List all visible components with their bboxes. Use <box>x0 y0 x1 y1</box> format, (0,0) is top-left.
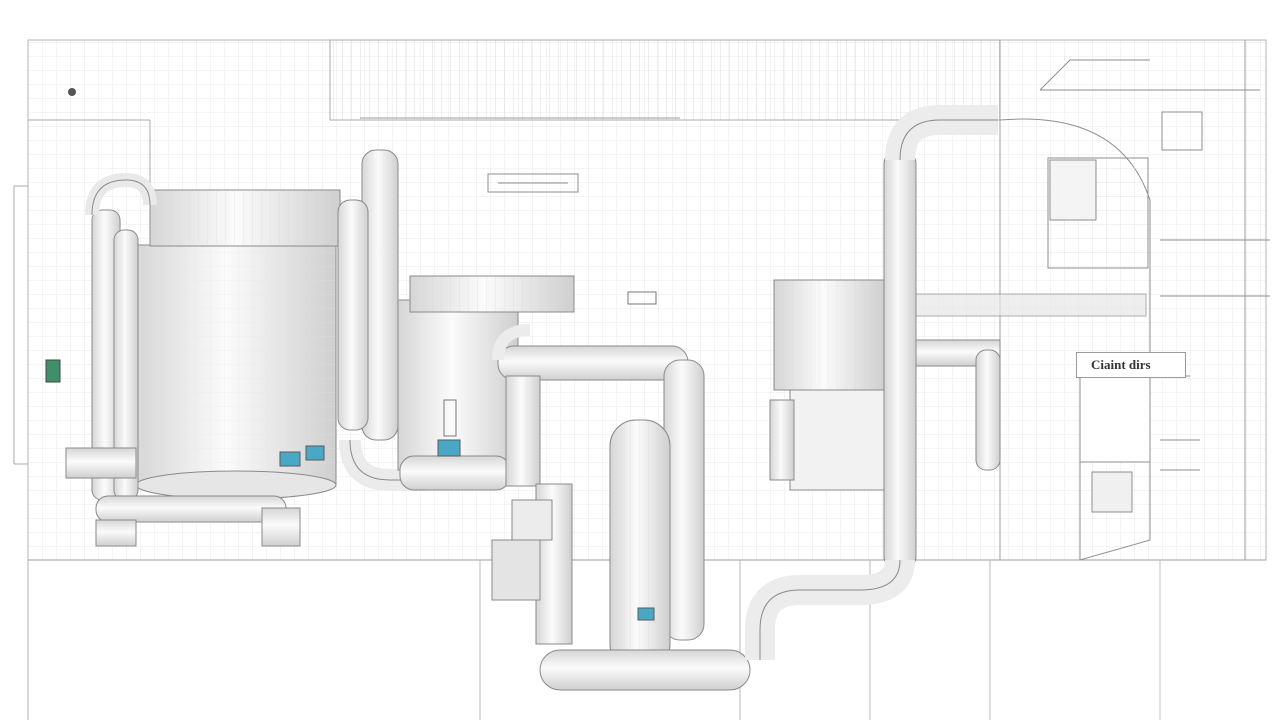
valve-icon <box>637 607 655 621</box>
flange-icon <box>443 399 457 437</box>
diagram-label: Ciaint dirs <box>1076 352 1186 378</box>
flange-icon <box>68 88 76 96</box>
tall-vertical-column <box>337 149 430 491</box>
left-riser-pipes <box>65 172 301 547</box>
valve-icon <box>279 451 301 467</box>
valves-and-fittings <box>45 88 657 621</box>
flange-icon <box>627 291 657 305</box>
valve-icon <box>305 445 325 461</box>
left-storage-tank <box>135 189 341 500</box>
right-pipe-loop <box>745 105 1147 660</box>
central-pipe-network <box>399 324 751 691</box>
valve-icon <box>437 439 461 457</box>
pressure-gauge-icon <box>45 359 61 383</box>
right-side-structure <box>999 59 1270 561</box>
middle-tank <box>397 275 575 471</box>
